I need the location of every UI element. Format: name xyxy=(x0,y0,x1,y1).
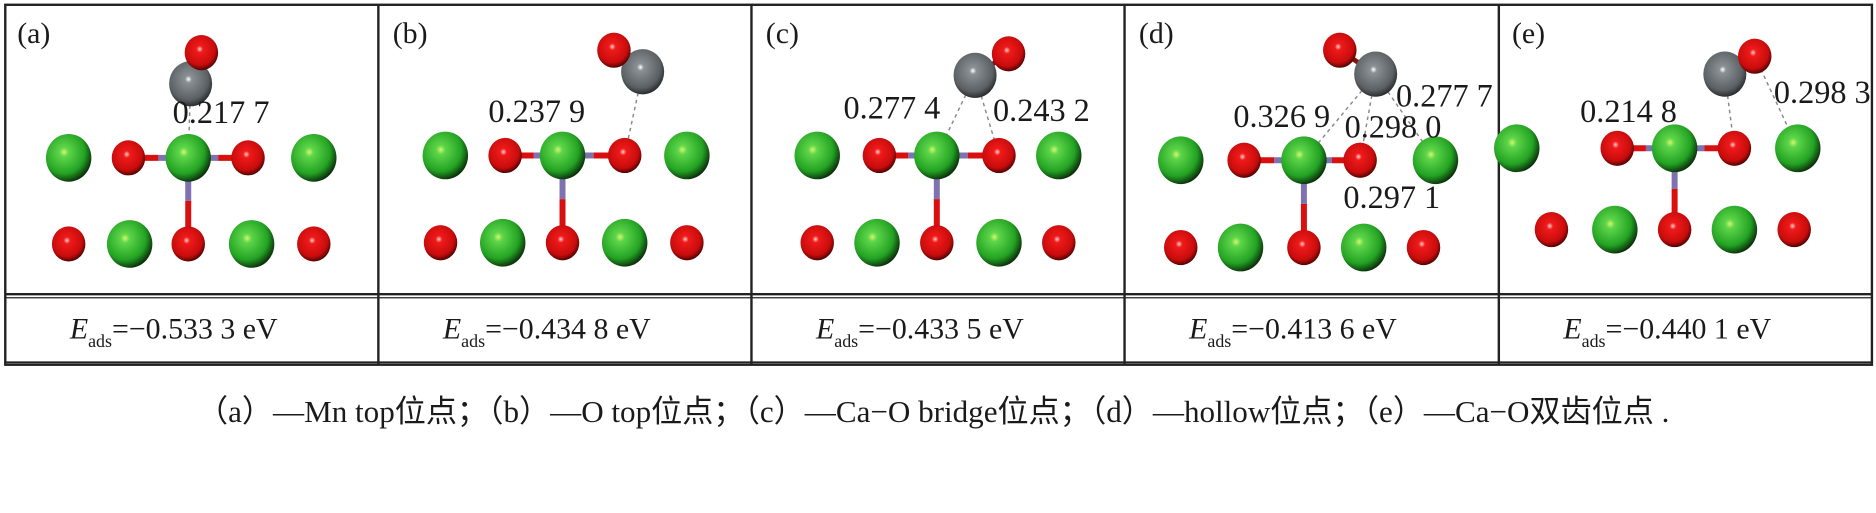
oxygen-atom xyxy=(1717,130,1752,166)
panel-a-label: (a) xyxy=(17,17,50,50)
oxygen-atom xyxy=(607,137,642,174)
oxygen-atom xyxy=(597,32,631,68)
calcium-atom xyxy=(914,131,960,180)
carbon-atom xyxy=(621,49,665,95)
calcium-atom xyxy=(1775,124,1821,173)
carbon-atom xyxy=(169,61,213,107)
distance-label: 0.298 0 xyxy=(1345,109,1442,145)
oxygen-atom xyxy=(670,225,704,261)
adsorption-energy-d: Eads=−0.413 6 eV xyxy=(1188,312,1397,350)
calcium-atom xyxy=(165,133,211,182)
oxygen-atom xyxy=(800,225,834,261)
distance-label: 0.298 3 xyxy=(1774,74,1871,110)
distance-label: 0.217 7 xyxy=(173,94,270,130)
distance-label: 0.277 7 xyxy=(1396,77,1493,113)
calcium-atom xyxy=(539,131,586,180)
carbon-atom xyxy=(1354,51,1398,97)
adsorption-energy-b: Eads=−0.434 8 eV xyxy=(442,312,651,350)
oxygen-atom xyxy=(1164,229,1198,266)
oxygen-atom xyxy=(171,226,205,262)
calcium-atom xyxy=(1281,136,1327,185)
calcium-atom xyxy=(664,131,710,180)
oxygen-atom xyxy=(1343,142,1377,178)
adsorption-energy-e: Eads=−0.440 1 eV xyxy=(1562,312,1771,350)
distance-label: 0.277 4 xyxy=(844,89,941,125)
distance-label: 0.243 2 xyxy=(993,92,1090,128)
panel-b-label: (b) xyxy=(393,17,428,50)
calcium-atom xyxy=(45,133,92,182)
distance-dashed-line xyxy=(1724,74,1736,149)
panel-d-label: (d) xyxy=(1139,17,1174,50)
calcium-atom xyxy=(1217,223,1264,272)
calcium-atom xyxy=(1412,136,1459,185)
adsorption-energy-c: Eads=−0.433 5 eV xyxy=(815,312,1024,350)
adsorption-energy-a: Eads=−0.533 3 eV xyxy=(69,312,278,350)
oxygen-atom xyxy=(1406,229,1441,266)
calcium-atom xyxy=(480,218,526,267)
oxygen-atom xyxy=(1227,142,1261,178)
distance-label: 0.297 1 xyxy=(1343,179,1440,215)
calcium-atom xyxy=(1651,124,1698,173)
oxygen-atom xyxy=(982,137,1016,174)
calcium-atom xyxy=(1494,124,1540,173)
calcium-atom xyxy=(794,131,840,180)
calcium-atom xyxy=(1592,205,1638,254)
calcium-atom xyxy=(228,220,275,268)
table-frame xyxy=(4,3,1874,366)
carbon-atom xyxy=(953,52,997,98)
calcium-atom xyxy=(601,218,648,267)
calcium-atom xyxy=(1158,136,1204,185)
oxygen-atom xyxy=(1534,212,1569,248)
distance-dashed-line xyxy=(187,83,192,158)
oxygen-atom xyxy=(1323,32,1357,68)
oxygen-atom xyxy=(862,137,897,174)
calcium-atom xyxy=(1711,205,1758,254)
oxygen-atom xyxy=(991,36,1026,72)
calcium-atom xyxy=(291,133,337,182)
calcium-atom xyxy=(854,218,900,267)
distance-label: 0.237 9 xyxy=(488,93,585,129)
calcium-atom xyxy=(1036,131,1082,180)
distance-label: 0.326 9 xyxy=(1233,98,1330,134)
calcium-atom xyxy=(976,218,1022,267)
panel-e-label: (e) xyxy=(1512,17,1545,50)
oxygen-atom xyxy=(920,225,954,261)
oxygen-atom xyxy=(1657,212,1692,248)
oxygen-atom xyxy=(1737,38,1772,74)
oxygen-atom xyxy=(297,226,331,262)
oxygen-atom xyxy=(184,35,219,71)
oxygen-atom xyxy=(423,225,458,261)
figure-caption: （a）—Mn top位点；（b）—O top位点；（c）—Ca−O bridge… xyxy=(197,394,1669,429)
oxygen-atom xyxy=(1777,212,1811,248)
oxygen-atom xyxy=(545,225,580,261)
oxygen-atom xyxy=(111,140,146,176)
calcium-atom xyxy=(1340,223,1387,272)
oxygen-atom xyxy=(1600,130,1634,166)
calcium-atom xyxy=(422,131,469,180)
carbon-atom xyxy=(1703,51,1747,97)
oxygen-atom xyxy=(1042,225,1076,261)
oxygen-atom xyxy=(488,137,522,174)
atoms-layer xyxy=(45,32,1821,272)
distance-label: 0.214 8 xyxy=(1580,93,1677,129)
oxygen-atom xyxy=(51,226,86,262)
panel-c-label: (c) xyxy=(766,17,799,50)
oxygen-atom xyxy=(231,140,265,176)
oxygen-atom xyxy=(1287,229,1321,266)
calcium-atom xyxy=(106,220,153,268)
